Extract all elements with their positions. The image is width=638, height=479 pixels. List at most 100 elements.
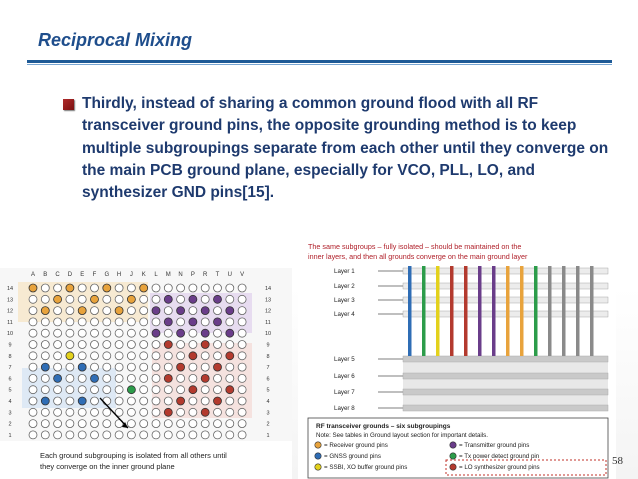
- row-number-right: 9: [266, 343, 269, 349]
- bga-pin: [176, 340, 186, 349]
- row-number-left: 10: [7, 331, 13, 337]
- row-number-left: 2: [8, 422, 11, 428]
- bga-pin: [90, 362, 99, 372]
- bga-pin: [40, 340, 50, 349]
- bga-pin: [188, 419, 198, 429]
- bga-pin: [188, 294, 198, 304]
- column-letter: J: [130, 272, 133, 278]
- bga-pin: [225, 317, 235, 327]
- bga-pin: [237, 294, 247, 304]
- bga-pin: [102, 407, 112, 417]
- bga-pin: [176, 419, 186, 429]
- pin-grid: [28, 283, 247, 440]
- legend-label: = Tx power detect ground pin: [459, 453, 540, 460]
- bga-pin: [53, 351, 62, 361]
- layer-header-line-1: The same subgroups – fully isolated – sh…: [308, 242, 521, 251]
- bga-pin: [176, 294, 186, 304]
- row-number-left: 5: [8, 388, 11, 394]
- legend-swatch: [449, 441, 457, 449]
- ground-via: [492, 266, 496, 356]
- bga-pin: [53, 306, 62, 315]
- bga-pin: [40, 396, 50, 406]
- legend-items: = Receiver ground pins= Transmitter grou…: [314, 441, 540, 471]
- bga-pin: [213, 419, 222, 429]
- bga-pin: [90, 283, 99, 293]
- bga-pin: [65, 317, 75, 327]
- bga-pin: [53, 385, 62, 395]
- bga-pin: [151, 340, 161, 349]
- column-letter: G: [104, 272, 109, 278]
- bga-pin: [40, 351, 50, 361]
- bga-pin: [139, 374, 149, 383]
- bga-pin: [176, 430, 186, 440]
- bga-pin: [237, 317, 247, 327]
- row-number-left: 1: [8, 433, 11, 439]
- legend-label: = LO synthesizer ground pins: [459, 464, 540, 471]
- column-letter: D: [68, 272, 73, 278]
- bga-pin: [77, 340, 87, 349]
- bga-pin: [65, 283, 75, 293]
- callout-arrow: [99, 397, 129, 429]
- bga-pin: [114, 396, 124, 406]
- bga-pin: [176, 362, 186, 372]
- bga-pin: [126, 351, 136, 361]
- bga-pin: [28, 396, 38, 406]
- column-letter: E: [80, 272, 84, 278]
- bga-pin: [102, 328, 112, 338]
- bga-pin: [28, 283, 38, 293]
- bga-pin: [28, 362, 38, 372]
- legend-swatch: [314, 463, 322, 471]
- row-number-right: 2: [266, 422, 269, 428]
- layer-header-line-2: inner layers, and then all grounds conve…: [308, 252, 528, 261]
- bga-pin: [163, 306, 173, 315]
- bga-pin: [139, 283, 149, 293]
- bga-pin: [237, 407, 247, 417]
- bga-pin: [126, 283, 136, 293]
- layer-label: Layer 4: [334, 311, 355, 318]
- legend-label: = Transmitter ground pins: [459, 442, 529, 449]
- caption-line-1: Each ground subgrouping is isolated from…: [40, 451, 227, 460]
- bga-pin: [28, 385, 38, 395]
- inner-ground-layers: [403, 356, 608, 411]
- bga-pin: [65, 407, 75, 417]
- bga-pin: [188, 396, 198, 406]
- bga-pin: [151, 306, 161, 315]
- bga-pin: [213, 283, 222, 293]
- bga-pin: [151, 419, 161, 429]
- bga-pin: [139, 351, 149, 361]
- ground-via: [478, 266, 482, 356]
- bga-pin: [65, 351, 75, 361]
- bga-pin: [151, 294, 161, 304]
- legend-box: [307, 417, 609, 479]
- bga-pin: [114, 306, 124, 315]
- column-letter: T: [216, 272, 220, 278]
- bga-pin: [90, 340, 99, 349]
- bga-pin: [114, 328, 124, 338]
- bga-pin: [188, 374, 198, 383]
- bga-pin: [28, 419, 38, 429]
- row-number-left: 7: [8, 365, 11, 371]
- bga-pin: [77, 419, 87, 429]
- bga-pin: [188, 340, 198, 349]
- bga-pin: [139, 419, 149, 429]
- bga-pin: [213, 351, 222, 361]
- bga-pin: [225, 340, 235, 349]
- bga-pin: [225, 283, 235, 293]
- bga-pin: [65, 340, 75, 349]
- bga-pin: [102, 430, 112, 440]
- bga-pin: [77, 317, 87, 327]
- bga-pin: [225, 419, 235, 429]
- bga-pin: [200, 419, 210, 429]
- bga-pin: [90, 407, 99, 417]
- bga-pin: [200, 396, 210, 406]
- bga-pin: [213, 430, 222, 440]
- row-number-left: 14: [7, 286, 13, 292]
- callout-arrowhead: [122, 422, 128, 428]
- column-letter: A: [31, 272, 35, 278]
- bga-pin: [126, 430, 136, 440]
- bga-pin: [53, 340, 62, 349]
- bga-pin: [90, 430, 99, 440]
- legend-swatch: [314, 452, 322, 460]
- legend-title: RF transceiver grounds – six subgrouping…: [316, 423, 451, 430]
